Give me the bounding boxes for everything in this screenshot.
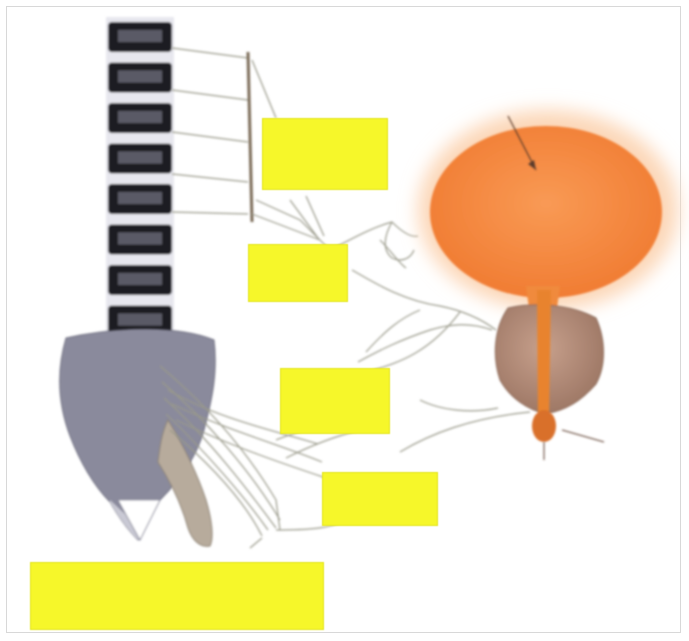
bladder — [418, 110, 678, 310]
hypogastric-nerve-box — [248, 244, 348, 302]
pelvic-nerve-box — [280, 368, 390, 434]
parasympathetic-nerve-box — [30, 562, 324, 630]
vertebra-4 — [106, 139, 174, 180]
vertebra-6 — [106, 220, 174, 261]
vertebra-2 — [106, 58, 174, 99]
vertebra-7 — [106, 260, 174, 301]
sympathetic-nerve-box — [262, 118, 388, 190]
vertebra-5 — [106, 179, 174, 220]
vertebra-1 — [106, 17, 174, 58]
pudendal-nerve-box — [322, 472, 438, 526]
vertebra-3 — [106, 98, 174, 139]
lumbar-spine — [106, 17, 174, 382]
